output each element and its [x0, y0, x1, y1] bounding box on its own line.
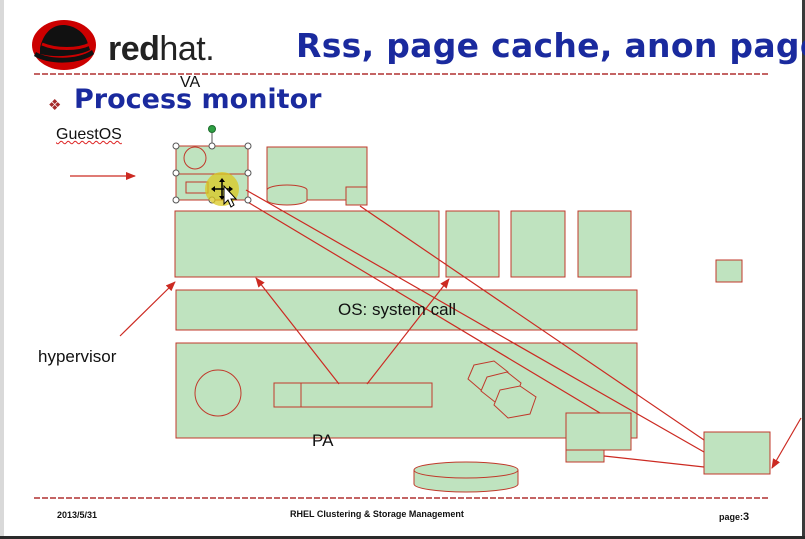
slide-heading: Process monitor	[74, 84, 322, 115]
disk-cylinder	[266, 190, 308, 206]
footer-title: RHEL Clustering & Storage Management	[290, 509, 464, 519]
move-cursor-icon	[211, 178, 238, 208]
small-page-box[interactable]	[715, 259, 743, 283]
va-process-page-2	[345, 186, 368, 206]
selection-handle-icon[interactable]	[172, 196, 180, 204]
mapping-line-4	[603, 455, 705, 468]
selection-handle-icon[interactable]	[208, 142, 216, 150]
rotate-handle-icon[interactable]	[208, 125, 216, 133]
mapping-line-1	[245, 200, 601, 414]
pa-to-guest-arrow-2	[366, 278, 450, 385]
selection-handle-icon[interactable]	[244, 196, 252, 204]
mapping-line-2	[245, 189, 705, 453]
guest-memory-block-3[interactable]	[510, 210, 566, 278]
hypervisor-arrow	[119, 281, 176, 337]
window-frame-left	[0, 0, 4, 539]
selection-handle-icon[interactable]	[172, 142, 180, 150]
disk-cylinder-bottom-top	[413, 461, 519, 479]
selection-handles[interactable]	[172, 125, 252, 204]
window-frame-right	[802, 0, 805, 539]
pa-to-guest-arrow	[255, 277, 340, 385]
hexagon-3	[493, 385, 537, 419]
va-process-page	[185, 181, 209, 194]
footer-page-number: page:3	[719, 511, 750, 523]
selection-handle-icon[interactable]	[244, 169, 252, 177]
external-storage-box[interactable]	[703, 431, 771, 475]
guest-memory-block-4[interactable]	[577, 210, 632, 278]
redhat-wordmark: redhat.	[108, 30, 215, 68]
pa-label: PA	[312, 431, 334, 450]
guest-memory-block-large[interactable]	[174, 210, 440, 278]
slide-title: Rss, page cache, anon page	[296, 26, 805, 65]
pa-circle	[194, 369, 242, 417]
swap-box[interactable]	[565, 412, 632, 451]
va-process-circle	[183, 146, 207, 170]
bullet-icon: ❖	[48, 97, 62, 114]
mapping-line-3	[359, 205, 705, 441]
selection-handle-icon[interactable]	[244, 142, 252, 150]
footer-date: 2013/5/31	[57, 510, 98, 520]
va-label: VA	[180, 74, 201, 91]
swap-box-tab	[565, 449, 605, 463]
hypervisor-label: hypervisor	[38, 347, 117, 366]
external-arrow	[771, 417, 802, 469]
window-frame-bottom	[0, 536, 805, 539]
pa-page-strip	[273, 382, 433, 408]
guest-memory-block-2[interactable]	[445, 210, 500, 278]
os-system-call-label: OS: system call	[338, 300, 457, 319]
redhat-logo-icon	[32, 20, 96, 70]
guestos-label: GuestOS	[56, 126, 122, 143]
selection-handle-icon[interactable]	[172, 169, 180, 177]
